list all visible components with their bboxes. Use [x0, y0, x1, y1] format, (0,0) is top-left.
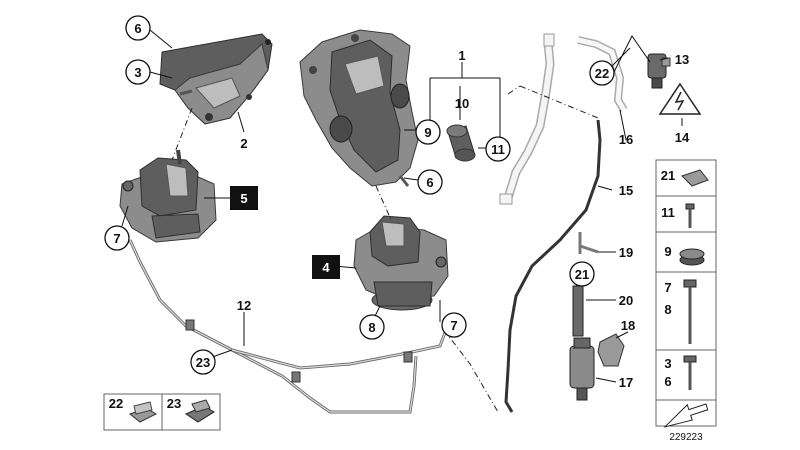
svg-text:8: 8 — [368, 320, 375, 335]
callout-18: 18 — [621, 318, 635, 333]
svg-text:3: 3 — [134, 65, 141, 80]
svg-text:7: 7 — [113, 231, 120, 246]
callout-2: 2 — [240, 136, 247, 151]
svg-text:8: 8 — [664, 302, 671, 317]
callout-16: 16 — [619, 132, 633, 147]
vacuum-hose-outline — [499, 33, 628, 205]
callout-6-top: 6 — [125, 15, 151, 41]
callout-21: 21 — [569, 261, 595, 287]
callout-15: 15 — [619, 183, 633, 198]
legend-row-clip: 21 — [661, 168, 709, 187]
legend-clip-22: 22 — [109, 396, 158, 423]
pressure-sensor — [647, 53, 671, 89]
callout-13: 13 — [675, 52, 689, 67]
callout-7-left: 7 — [104, 225, 130, 251]
svg-text:23: 23 — [167, 396, 181, 411]
legend-row-bolt-3-6: 3 6 — [664, 355, 697, 390]
svg-text:21: 21 — [575, 267, 589, 282]
engine-bracket-left — [159, 33, 273, 125]
warning-triangle-icon — [658, 82, 702, 115]
engine-mount-left — [119, 149, 217, 243]
rubber-buffer — [446, 124, 476, 162]
diagram-reference-number: 229223 — [669, 432, 703, 443]
callout-3: 3 — [125, 59, 151, 85]
callout-20: 20 — [619, 293, 633, 308]
legend-row-screw-11: 11 — [661, 203, 695, 228]
svg-text:21: 21 — [661, 168, 675, 183]
svg-text:7: 7 — [664, 280, 671, 295]
parts-legend-bottom: 22 23 — [103, 393, 221, 431]
svg-text:6: 6 — [664, 374, 671, 389]
svg-text:9: 9 — [424, 125, 431, 140]
legend-clip-23: 23 — [167, 396, 215, 423]
callout-23: 23 — [190, 349, 216, 375]
svg-text:22: 22 — [595, 66, 609, 81]
callout-4-box: 4 — [312, 255, 340, 279]
callout-1: 1 — [458, 48, 465, 63]
callout-8: 8 — [359, 314, 385, 340]
callout-14: 14 — [675, 130, 690, 145]
vacuum-hose — [504, 119, 602, 413]
callout-22: 22 — [589, 60, 615, 86]
callout-5-box: 5 — [230, 186, 258, 210]
svg-text:11: 11 — [491, 142, 505, 157]
svg-text:22: 22 — [109, 396, 123, 411]
callout-6-center: 6 — [417, 169, 443, 195]
svg-text:6: 6 — [426, 175, 433, 190]
svg-text:4: 4 — [322, 260, 330, 275]
svg-text:3: 3 — [664, 356, 671, 371]
callout-9: 9 — [415, 119, 441, 145]
legend-row-bolt-7-8: 7 8 — [664, 279, 697, 344]
svg-text:6: 6 — [134, 21, 141, 36]
fuel-filter-parts — [569, 232, 625, 401]
svg-text:23: 23 — [196, 355, 210, 370]
direction-arrow-icon — [655, 399, 717, 428]
pipe-assembly — [128, 239, 448, 414]
parts-legend-right: 21 11 9 7 8 3 6 — [655, 159, 717, 401]
callout-12: 12 — [237, 298, 251, 313]
callout-19: 19 — [619, 245, 633, 260]
engine-mount-center — [353, 215, 449, 311]
svg-text:9: 9 — [664, 244, 671, 259]
svg-text:11: 11 — [661, 205, 675, 220]
engine-bracket-center — [299, 29, 419, 187]
svg-text:7: 7 — [450, 318, 457, 333]
legend-row-nut-9: 9 — [664, 244, 705, 266]
callout-7-center: 7 — [441, 312, 467, 338]
callout-17: 17 — [619, 375, 633, 390]
callout-11: 11 — [485, 136, 511, 162]
callout-10: 10 — [455, 96, 469, 111]
svg-text:5: 5 — [240, 191, 247, 206]
callout-leaders — [121, 29, 683, 383]
assembly-leader-lines — [171, 85, 599, 413]
